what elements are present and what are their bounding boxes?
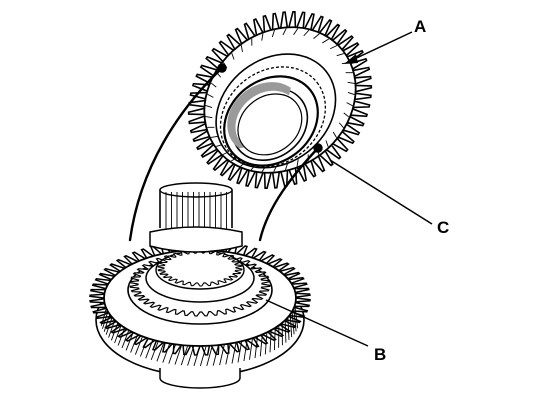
lower-gear-helix-line [108, 319, 116, 338]
splined-shaft [149, 182, 243, 253]
upper-gear-bore-shadow [227, 82, 291, 149]
lower-gear-helix-line [150, 341, 159, 361]
lower-gear-helix-line [174, 344, 183, 365]
lower-gear-helix-line [102, 311, 109, 329]
upper-gear-hatch-line [332, 131, 337, 138]
upper-gear-hatch-line [347, 81, 355, 84]
lower-gear-helix-line [291, 311, 295, 335]
upper-gear-hatch-line [303, 29, 310, 37]
lower-gear-helix-line [110, 322, 119, 341]
upper-gear-hatch-line [329, 45, 338, 50]
upper-gear-hatch-line [207, 126, 215, 128]
label-c: C [437, 218, 449, 237]
lower-gear-helix-line [259, 334, 263, 357]
leader-line-b [265, 299, 369, 347]
upper-gear-bore-rim [237, 93, 303, 156]
upper-gear-hatch-line [322, 38, 329, 44]
lower-gear-helix-line [243, 339, 248, 362]
upper-gear-hatch-line [338, 122, 344, 128]
upper-gear-hatch-line [251, 38, 253, 46]
lower-gear-helix-line [187, 345, 195, 366]
lower-gear-helix-line [121, 330, 130, 349]
leader-line-a [347, 31, 413, 63]
upper-gear-hatch-line [240, 45, 243, 53]
lower-gear-helix-line [145, 339, 154, 359]
lower-gear-bottom-hub [159, 368, 241, 389]
lower-gear-helix-line [156, 342, 165, 362]
guide-dot-right [313, 143, 323, 153]
leader-arrow-a [344, 54, 358, 64]
guide-line-right [258, 146, 320, 242]
upper-gear-synchro-ring [219, 66, 327, 168]
lower-gear-helix-line [105, 317, 113, 335]
shaft-spline-lines [165, 192, 227, 230]
upper-gear-hatch-line [296, 159, 299, 167]
callout-b: B [265, 299, 386, 364]
upper-gear-hatch-line [205, 116, 213, 119]
lower-gear [89, 240, 311, 389]
lower-gear-helix-line [273, 327, 276, 351]
lower-gear-helix-line [199, 345, 207, 367]
upper-gear-hatch-line [271, 30, 275, 38]
lower-gear-helix-line [114, 325, 122, 344]
lower-gear-helix-line [100, 308, 107, 326]
lower-gear-helix-line [225, 343, 231, 365]
upper-gear-hatch-line [336, 53, 344, 57]
lower-gear-helix-line [206, 345, 213, 367]
lower-gear-helix-line [294, 305, 299, 329]
upper-gear-hatch-line [261, 33, 264, 41]
upper-gear-hatch-line [282, 28, 287, 36]
lower-gear-helix-line [231, 342, 237, 364]
lower-gear-helix-line [289, 314, 293, 338]
lower-gear-helix-line [193, 345, 201, 367]
upper-gear-hatch-line [346, 102, 353, 107]
upper-gear-hatch-line [347, 92, 355, 95]
lower-gear-helix-line [139, 338, 148, 357]
lower-gear-helix-line [180, 345, 189, 366]
lower-gear-helix-line [117, 327, 126, 346]
label-b: B [374, 345, 386, 364]
lower-gear-helix-line [162, 343, 171, 363]
upper-gear-hatch-line [293, 28, 299, 35]
upper-gear-hatch-line [207, 93, 214, 98]
lower-gear-spline-teeth [157, 249, 243, 287]
lower-gear-helix-line [284, 320, 287, 343]
upper-gear-hatch-line [210, 135, 219, 138]
callout-a: A [344, 17, 426, 64]
lower-gear-helix-line [254, 336, 258, 359]
lower-gear-helix-line [168, 344, 177, 364]
label-a: A [414, 17, 426, 36]
assembly-guide-lines [128, 63, 323, 242]
lower-gear-helix-line [212, 344, 219, 366]
upper-gear-hatch-line [231, 53, 235, 60]
upper-gear-hatch-line [313, 33, 320, 39]
upper-gear-hatch-line [210, 82, 217, 88]
upper-gear-hatch-line [343, 112, 350, 118]
lower-gear-helix-line [134, 336, 143, 355]
lower-gear-helix-line [125, 332, 134, 351]
leader-line-c [329, 159, 433, 225]
lower-gear-helix-line [269, 330, 272, 353]
shaft-collar [149, 226, 243, 253]
lower-gear-helix-line [103, 314, 111, 332]
lower-gear-helix-line [130, 334, 139, 353]
upper-gear-hatch-line [345, 72, 353, 74]
upper-gear-hatch-line [325, 140, 329, 147]
upper-gear-hatch-line [205, 105, 213, 108]
lower-gear-helix-lines [100, 305, 299, 367]
lower-gear-helix-line [249, 338, 253, 360]
guide-dot-left [217, 63, 227, 73]
guide-line-left [128, 66, 224, 242]
lower-gear-helix-line [264, 332, 268, 355]
lower-gear-helix-line [287, 317, 290, 340]
upper-gear [187, 11, 373, 189]
lower-gear-helix-line [237, 341, 243, 363]
callout-c: C [329, 159, 449, 237]
lower-gear-helix-line [219, 344, 225, 366]
